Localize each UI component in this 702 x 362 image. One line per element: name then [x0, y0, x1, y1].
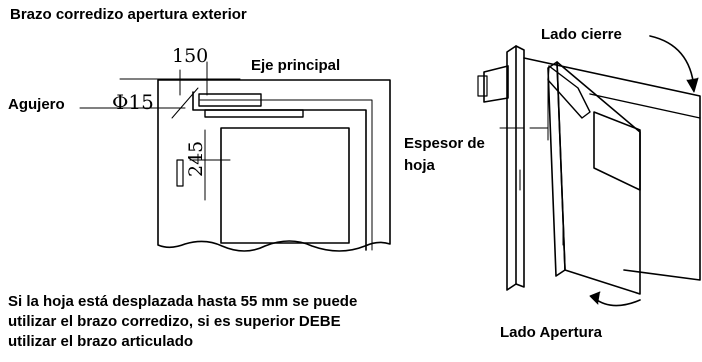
hinge-mark — [176, 159, 184, 187]
arrow-apertura — [593, 297, 641, 307]
note-line-2: utilizar el brazo corredizo, si es super… — [8, 313, 341, 330]
arrow-apertura-head — [589, 291, 601, 305]
label-agujero: Agujero — [8, 96, 65, 113]
label-lado-cierre: Lado cierre — [541, 26, 622, 43]
door-window — [220, 127, 350, 244]
label-espesor: Espesor de — [404, 135, 485, 152]
closer-box — [483, 65, 509, 103]
door-leaf-edge — [192, 91, 367, 251]
slide-rail — [204, 109, 304, 118]
closer-cap — [477, 75, 488, 97]
closer-arm — [547, 65, 591, 119]
frame-jamb-side — [515, 45, 525, 288]
perspective-view-drawing — [477, 35, 701, 307]
front-view-drawing — [79, 61, 391, 252]
dimension-245: 245 — [185, 140, 207, 177]
dimension-150: 150 — [172, 45, 209, 67]
wall-panel — [523, 57, 701, 281]
note-line-3: utilizar el brazo articulado — [8, 333, 194, 350]
closer-body — [198, 93, 262, 107]
label-lado-apertura: Lado Apertura — [500, 324, 602, 341]
dim-phi-leader-2 — [171, 87, 199, 119]
diagram-title: Brazo corredizo apertura exterior — [10, 6, 247, 23]
door-leaf-edge-thick — [547, 61, 566, 277]
note-line-1: Si la hoja está desplazada hasta 55 mm s… — [8, 293, 358, 310]
door-leaf-inner-edge — [199, 99, 373, 251]
label-eje-principal: Eje principal — [251, 57, 341, 74]
arrow-cierre-head — [686, 77, 699, 93]
slide-rail-top — [589, 93, 701, 119]
dimension-phi15: Φ15 — [112, 90, 154, 114]
door-leaf — [556, 61, 641, 295]
window-panel — [593, 111, 641, 191]
label-hoja: hoja — [404, 157, 435, 174]
installation-note: Si la hoja está desplazada hasta 55 mm s… — [8, 292, 357, 352]
